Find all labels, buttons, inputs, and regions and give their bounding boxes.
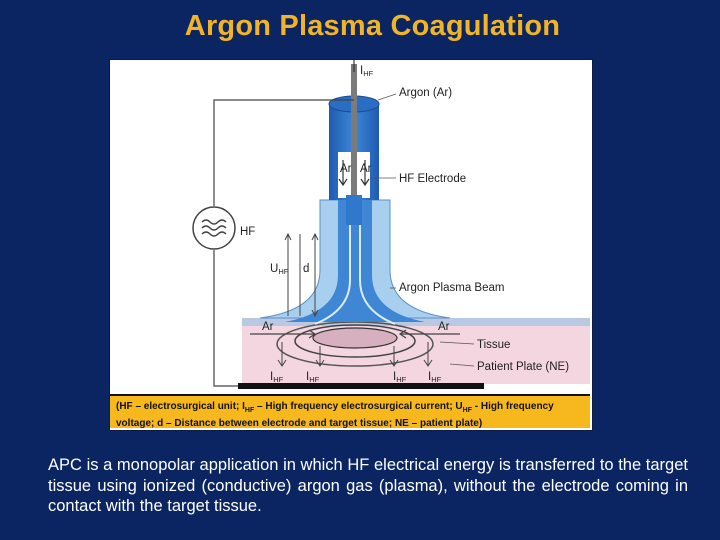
label-argon-plasma-beam: Argon Plasma Beam: [399, 282, 504, 294]
argon-side-arrow-left: [250, 329, 317, 339]
wire-bottom: [213, 250, 238, 387]
body-paragraph: APC is a monopolar application in which …: [48, 456, 688, 515]
label-tissue: Tissue: [477, 339, 510, 351]
label-ar-side-right: Ar: [438, 321, 450, 333]
argon-arrow-right: [360, 160, 370, 187]
caption-sub-2: HF: [462, 407, 472, 414]
label-ihf-bottom-1: IHF: [270, 371, 284, 384]
slide-title: Argon Plasma Coagulation: [184, 10, 561, 42]
caption-part-2: – High frequency electrosurgical current…: [254, 401, 463, 412]
wire-left: [213, 99, 354, 206]
current-arrow-3: [389, 346, 399, 367]
apc-schematic: IHF Argon (Ar) Ar Ar HF Electrode HF UHF…: [192, 60, 590, 389]
caption-part-3: - High frequency voltage; d – Distance b…: [116, 401, 554, 429]
diagram-caption: (HF – electrosurgical unit; IHF – High f…: [110, 394, 590, 429]
leader-argon: [377, 93, 397, 101]
uhf-arrow: [284, 232, 292, 316]
label-hf-electrode: HF Electrode: [399, 173, 466, 185]
label-d: d: [303, 263, 309, 275]
patient-plate-region: [242, 322, 590, 384]
patient-plate-bar: [238, 383, 484, 389]
hf-electrode: [351, 64, 357, 202]
label-uhf: UHF: [270, 263, 289, 276]
electrode-tip: [346, 195, 362, 225]
current-arrow-1: [277, 342, 287, 367]
label-ihf-bottom-3: IHF: [393, 371, 407, 384]
coagulation-zone: [312, 327, 398, 349]
ac-wave-icon: [201, 219, 227, 237]
label-argon: Argon (Ar): [399, 87, 452, 99]
current-arrow-4: [423, 342, 433, 367]
label-ihf-top: IHF: [360, 65, 374, 78]
plasma-streams: [314, 200, 396, 325]
caption-sub-1: HF: [244, 407, 255, 414]
label-ar-right: Ar: [360, 163, 372, 175]
caption-part-1: (HF – electrosurgical unit; I: [116, 401, 245, 412]
argon-arrow-left: [338, 160, 348, 187]
current-field-inner: [294, 324, 416, 358]
current-arrow-2: [315, 346, 325, 367]
label-hf: HF: [240, 226, 255, 238]
argon-side-arrow-right: [398, 329, 460, 339]
apc-diagram: IHF Argon (Ar) Ar Ar HF Electrode HF UHF…: [109, 59, 593, 431]
label-ar-left: Ar: [340, 163, 352, 175]
label-ihf-bottom-4: IHF: [428, 371, 442, 384]
distance-arrow: [311, 232, 319, 318]
hf-generator-icon: [192, 206, 236, 250]
label-ihf-bottom-2: IHF: [306, 371, 320, 384]
leader-tissue: [439, 341, 475, 345]
label-patient-plate: Patient Plate (NE): [477, 361, 569, 373]
leader-plate: [449, 363, 475, 367]
label-ar-side-left: Ar: [262, 321, 274, 333]
plasma-beam-core: [285, 200, 425, 322]
